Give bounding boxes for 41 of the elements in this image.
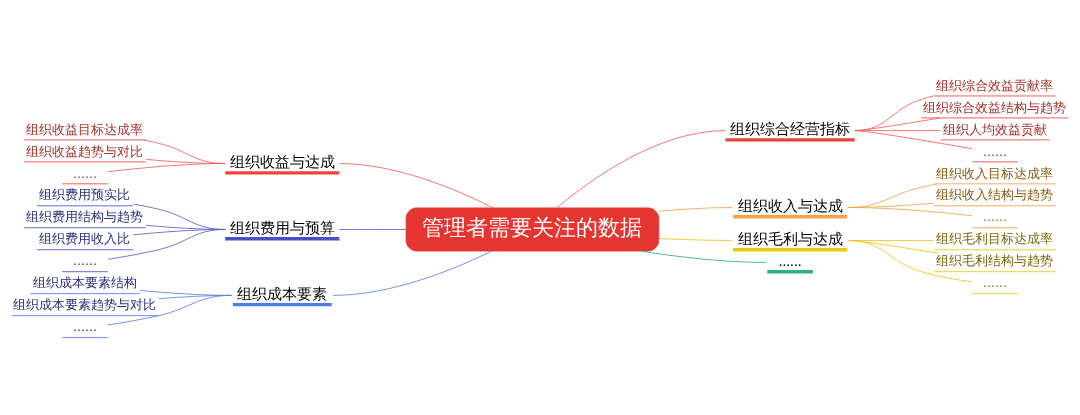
node-text: 组织毛利目标达成率 — [936, 231, 1054, 247]
node-text: 组织收入与达成 — [737, 197, 843, 215]
node-text: ...... — [982, 275, 1008, 291]
node-text: 组织费用结构与趋势 — [26, 209, 144, 225]
connector — [658, 238, 733, 241]
node-text: 组织综合效益结构与趋势 — [923, 99, 1067, 115]
connector — [338, 163, 494, 209]
connector — [658, 207, 733, 212]
node-box: 管理者需要关注的数据 — [405, 207, 660, 252]
connector — [848, 240, 973, 283]
node-text: 组织综合经营指标 — [730, 120, 851, 138]
connector — [640, 250, 767, 263]
node-text: 组织费用预实比 — [39, 187, 131, 203]
node-text: ...... — [982, 209, 1008, 225]
node-text: ...... — [72, 319, 98, 335]
node-text: 组织费用收入比 — [39, 231, 131, 247]
node-text: 组织收入结构与趋势 — [936, 187, 1054, 203]
connector — [332, 250, 493, 296]
node-text: 组织收益趋势与对比 — [26, 143, 144, 159]
node-text: ...... — [982, 143, 1008, 159]
node-text: 组织成本要素结构 — [33, 275, 137, 291]
node-text: 组织成本要素趋势与对比 — [13, 297, 157, 313]
connector — [854, 130, 973, 150]
connector — [556, 130, 726, 209]
node-text: 组织综合效益贡献率 — [936, 77, 1054, 93]
connector — [848, 207, 973, 217]
connector — [107, 294, 232, 326]
node-text: ...... — [72, 253, 98, 269]
node-text: 组织收益目标达成率 — [26, 121, 144, 137]
node-text: 组织费用与预算 — [229, 219, 335, 237]
connector — [338, 229, 407, 230]
node-text: 组织收益与达成 — [229, 153, 335, 171]
connector — [107, 229, 226, 260]
node-text: 组织人均效益贡献 — [943, 121, 1047, 137]
node-text: ...... — [778, 252, 802, 270]
node-text: 组织成本要素 — [237, 285, 328, 303]
node-text: 组织毛利结构与趋势 — [936, 253, 1054, 269]
connector — [107, 163, 226, 173]
node-text: 组织毛利与达成 — [737, 230, 843, 248]
node-text: ...... — [72, 165, 98, 181]
node-text: 组织收入目标达成率 — [936, 165, 1054, 181]
